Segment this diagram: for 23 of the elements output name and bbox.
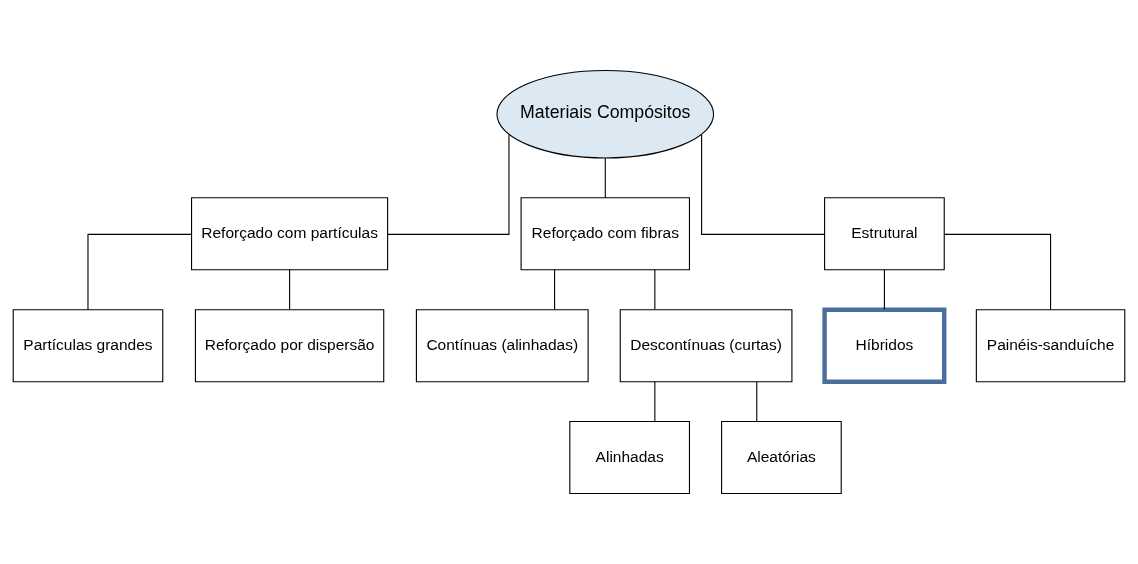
connector [654, 269, 656, 310]
node-box: Alinhadas [569, 421, 690, 495]
connector [87, 233, 192, 311]
connector [289, 269, 291, 310]
node-box: Painéis-sanduíche [975, 309, 1126, 383]
connector [701, 134, 826, 235]
connector [943, 233, 1052, 311]
node-box: Aleatórias [721, 421, 842, 495]
node-box: Contínuas (alinhadas) [415, 309, 589, 383]
connector [883, 269, 885, 310]
connector [554, 269, 556, 310]
connector [604, 157, 606, 199]
node-box: Reforçado com partículas [191, 197, 389, 271]
connector [654, 381, 656, 422]
node-box: Estrutural [824, 197, 945, 271]
connector [756, 381, 758, 422]
node-box: Descontínuas (curtas) [619, 309, 793, 383]
node-box: Partículas grandes [12, 309, 164, 383]
node-box: Híbridos [822, 307, 947, 384]
node-ellipse: Materiais Compósitos [496, 69, 715, 159]
node-box: Reforçado por dispersão [194, 309, 385, 383]
connector [387, 134, 510, 235]
node-box: Reforçado com fibras [520, 197, 690, 271]
